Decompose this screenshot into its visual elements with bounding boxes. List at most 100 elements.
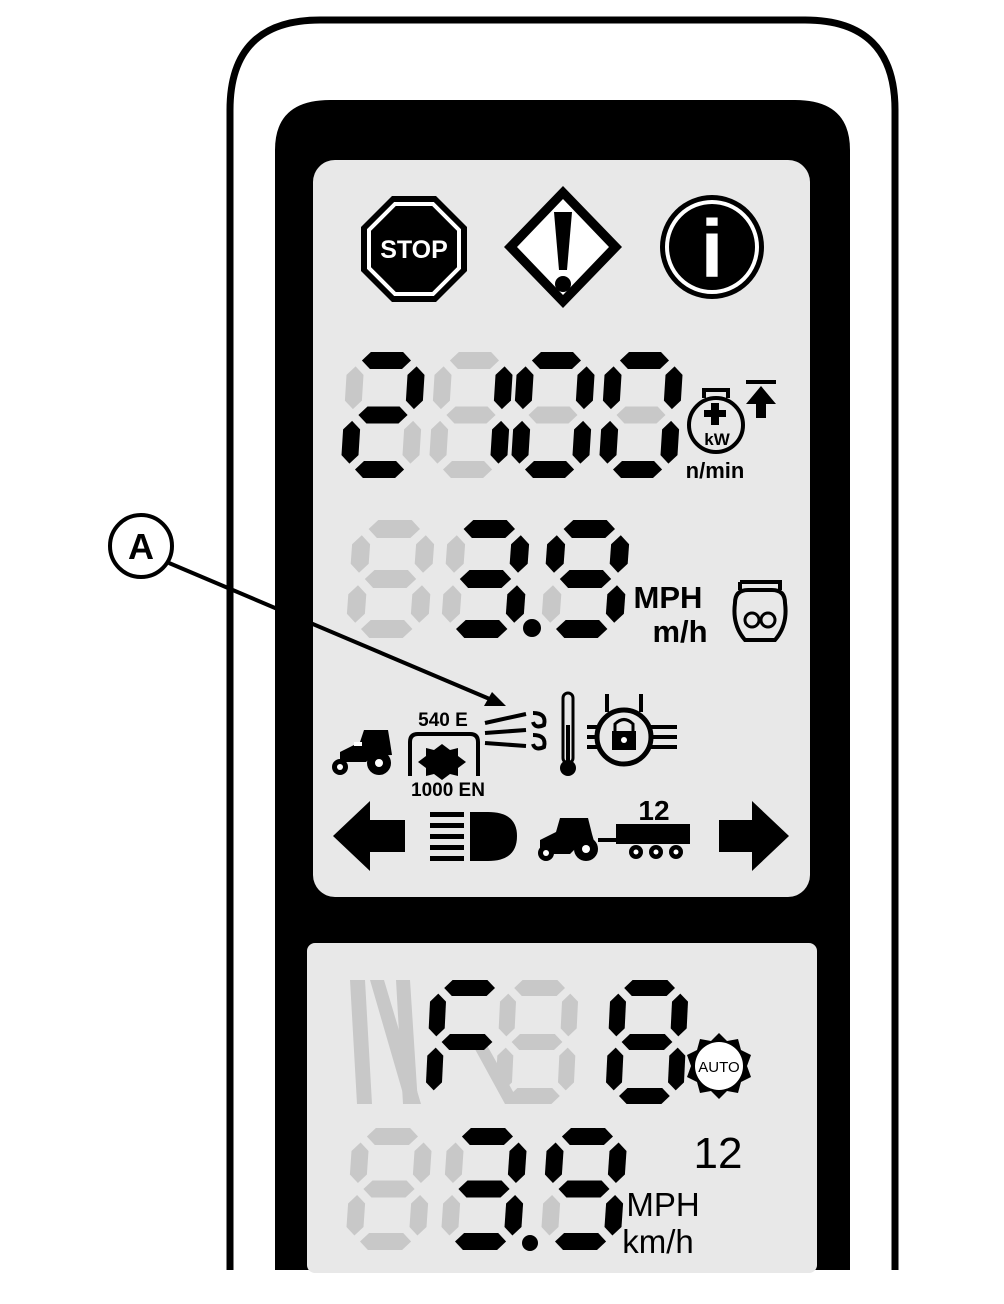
unlit-mode-glyph [470,1040,520,1104]
digit-segment-unlit [432,366,452,410]
lower-speed-unit-metric: km/h [622,1223,694,1260]
digit-segment-lit [509,535,530,573]
digit-segment-lit [606,1047,624,1091]
pto-label-bottom: 1000 EN [411,780,485,801]
digit-segment-lit [604,1195,624,1236]
callout-a: A [108,513,506,706]
speed-decimal-point [523,619,541,637]
digit-segment-lit [544,1142,564,1183]
differential-lock-icon [587,694,677,767]
air-filter-icon [484,711,547,751]
digit-segment-lit [607,1142,627,1183]
digit-segment-unlit [429,420,449,464]
digit-segment-lit [355,461,405,478]
upper-lcd-panel [313,160,810,897]
digit-segment-unlit [511,1034,563,1050]
info-icon: i [660,195,764,299]
digit-segment-lit [561,1128,613,1145]
digit-segment-lit [599,420,619,464]
high-beam-icon [430,812,517,861]
digit-segment-lit [504,1195,524,1236]
digit-segment-lit [341,420,361,464]
tractor-icon [332,730,392,775]
digit-segment-unlit [443,461,493,478]
digit-segment-unlit [368,520,420,538]
digit-segment-lit [458,1180,510,1198]
ground-speed-unit-imperial: MPH [634,580,703,615]
digit-segment-lit [456,620,508,638]
trailer-count: 12 [638,795,669,826]
digit-segment-lit [558,1180,610,1198]
digit-segment-lit [361,352,411,369]
digit-segment-unlit [364,570,417,588]
ground-speed-unit-metric: m/h [652,614,707,649]
digit-segment-unlit [514,980,565,996]
digit-segment-lit [555,1233,607,1250]
pto-icon [408,732,480,780]
digit-segment-unlit [346,1195,366,1236]
digit-segment-unlit [444,1142,464,1183]
digit-segment-lit [358,406,408,424]
transmission-gear-readout [350,980,688,1104]
digit-segment-lit [559,570,612,588]
right-turn-arrow-icon [719,801,789,871]
digit-segment-lit [505,585,526,623]
digit-segment-lit [531,352,581,369]
digit-segment-lit [507,1142,527,1183]
digit-segment-unlit [409,1195,429,1236]
gear-letter-segment [426,1047,444,1091]
outer-housing [226,16,899,1270]
digit-segment-lit [619,1088,670,1104]
lower-decimal-point [522,1235,538,1251]
info-label: i [701,204,724,295]
power-label: kW [704,430,730,449]
digit-segment-lit [459,570,512,588]
digit-segment-lit [663,366,683,410]
digit-segment-unlit [558,1047,576,1091]
digit-segment-unlit [560,993,578,1037]
digit-segment-lit [563,520,615,538]
auto-label: AUTO [698,1059,739,1076]
gear-letter-segment [444,980,495,996]
ground-speed-readout [346,520,630,638]
stop-label: STOP [380,236,448,264]
unlit-mode-glyph [396,980,418,1104]
lower-speed-readout [346,1128,627,1250]
digit-segment-lit [660,420,680,464]
digit-segment-unlit [441,585,462,623]
digit-segment-lit [455,1233,507,1250]
digit-segment-unlit [361,620,413,638]
digit-segment-lit [605,585,626,623]
digit-segment-lit [525,461,575,478]
digit-segment-unlit [616,406,666,424]
digit-segment-unlit [402,420,422,464]
digit-segment-lit [575,366,595,410]
digit-segment-lit [493,366,513,410]
digit-segment-unlit [446,406,496,424]
engine-speed-unit: n/min [686,458,745,483]
pto-label-top: 540 E [418,710,468,731]
digit-segment-unlit [344,366,364,410]
digit-segment-unlit [441,1195,461,1236]
digit-segment-unlit [360,1233,412,1250]
digit-segment-unlit [498,993,516,1037]
digit-segment-lit [670,993,688,1037]
digit-segment-lit [514,366,534,410]
stop-indicator: STOP [361,196,467,302]
digit-segment-lit [490,420,510,464]
digit-segment-lit [511,420,531,464]
engine-power-boost-icon: kW [687,380,776,454]
lower-speed-unit-imperial: MPH [626,1186,699,1223]
callout-label: A [128,526,154,567]
digit-segment-lit [624,980,675,996]
engine-speed-readout [341,352,683,478]
digit-segment-unlit [410,585,431,623]
digit-segment-lit [463,520,515,538]
unlit-mode-glyph [350,980,372,1104]
warning-icon [504,186,622,308]
digit-segment-lit [668,1047,686,1091]
digit-segment-lit [545,535,566,573]
digit-segment-unlit [414,535,435,573]
digit-segment-lit [608,993,626,1037]
